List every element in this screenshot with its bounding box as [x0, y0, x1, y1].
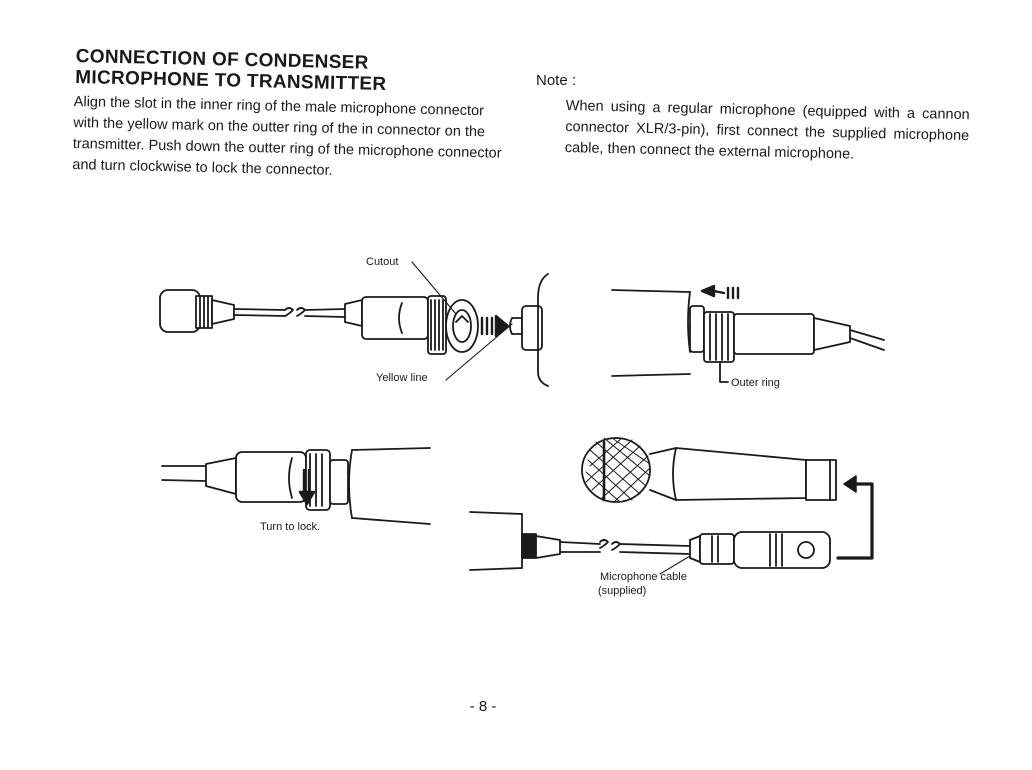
transmitter-body-icon: [611, 289, 691, 377]
label-outer-ring: Outer ring: [731, 377, 780, 389]
dynamic-microphone-icon: [581, 437, 837, 503]
transmitter-jack-icon: [509, 273, 549, 387]
connect-arrow-icon: [836, 475, 874, 560]
rotate-arrow-icon: [298, 468, 316, 506]
label-mic-cable-supplied: (supplied): [598, 585, 646, 597]
label-yellow-line: Yellow line: [376, 372, 428, 384]
push-arrow-icon: [480, 314, 510, 338]
xlr-connector-icon: [469, 511, 831, 571]
connector-plug-icon: [304, 295, 479, 355]
turn-to-lock-connector-icon: [161, 447, 431, 525]
label-turn-to-lock: Turn to lock.: [260, 521, 320, 533]
label-mic-cable: Microphone cable: [600, 571, 687, 583]
pull-arrow-icon: [700, 284, 740, 300]
page-number: - 8 -: [469, 698, 497, 715]
label-cutout: Cutout: [366, 256, 398, 268]
condenser-microphone-icon: [159, 289, 286, 333]
note-label: Note :: [536, 72, 577, 89]
locked-connector-icon: [689, 305, 885, 383]
